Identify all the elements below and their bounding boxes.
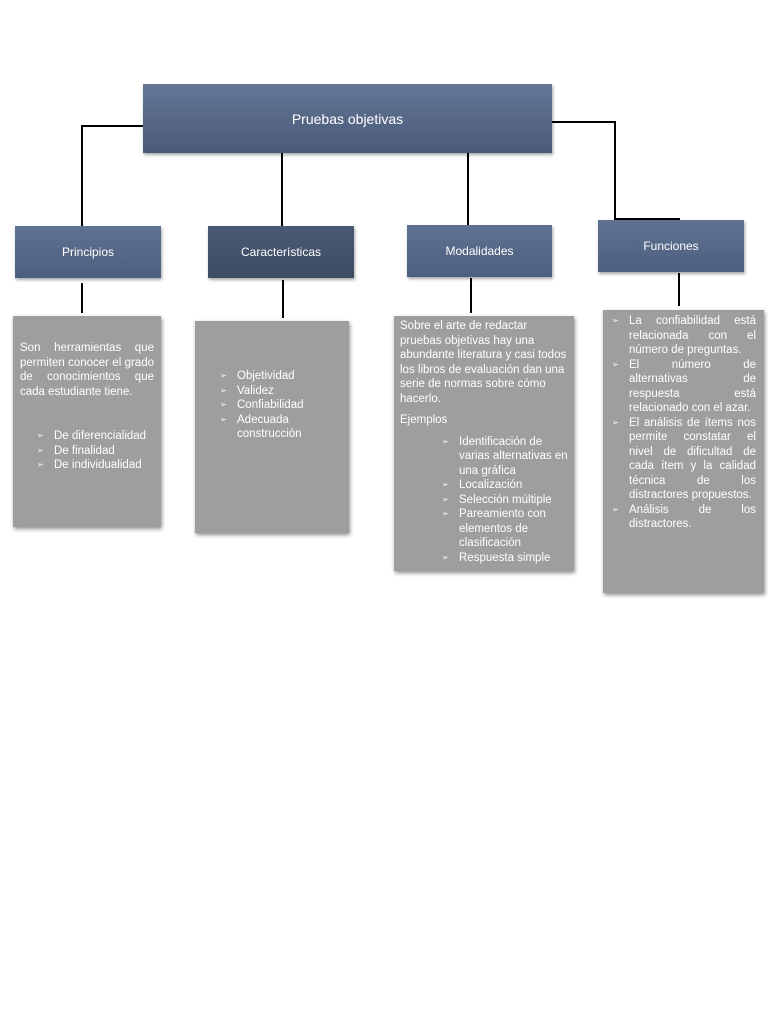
panel-funciones: ➢La confiabilidad está relacionada con e… xyxy=(603,310,764,593)
list-item: ➢De diferencialidad xyxy=(37,430,147,442)
list-item: ➢El análisis de ítems nos permite consta… xyxy=(612,416,756,502)
principios-list: ➢De diferencialidad ➢De finalidad ➢De in… xyxy=(20,429,154,473)
node-funciones-label: Funciones xyxy=(643,239,699,253)
arrow-bullet-icon: ➢ xyxy=(442,494,449,504)
arrow-bullet-icon: ➢ xyxy=(442,509,449,518)
arrow-bullet-icon: ➢ xyxy=(612,417,619,427)
arrow-bullet-icon: ➢ xyxy=(612,359,619,369)
funciones-list: ➢La confiabilidad está relacionada con e… xyxy=(612,314,756,532)
list-item: ➢De individualidad xyxy=(37,459,142,471)
panel-principios: Son herramientas que permiten conocer el… xyxy=(13,316,161,527)
arrow-bullet-icon: ➢ xyxy=(442,552,449,562)
node-principios: Principios xyxy=(15,226,161,278)
arrow-bullet-icon: ➢ xyxy=(220,414,227,424)
list-item: ➢Localización xyxy=(442,479,523,491)
arrow-bullet-icon: ➢ xyxy=(442,480,449,489)
caracteristicas-list: ➢Objetividad ➢Validez ➢Confiabilidad ➢Ad… xyxy=(220,369,339,442)
arrow-bullet-icon: ➢ xyxy=(220,385,227,395)
list-item: ➢La confiabilidad está relacionada con e… xyxy=(612,315,756,356)
arrow-bullet-icon: ➢ xyxy=(220,371,227,380)
principios-description: Son herramientas que permiten conocer el… xyxy=(20,342,154,398)
connector-root-principios xyxy=(20,125,143,228)
list-item: ➢Validez xyxy=(220,384,274,397)
list-item: ➢Identificación de varias alternativas e… xyxy=(442,435,568,477)
node-caracteristicas: Características xyxy=(208,226,354,278)
modalidades-description: Sobre el arte de redactar pruebas objeti… xyxy=(400,320,567,405)
node-modalidades-label: Modalidades xyxy=(445,244,514,258)
list-item: ➢El número de alternativas de respuesta … xyxy=(612,358,756,415)
list-item: ➢Pareamiento con elementos de clasificac… xyxy=(442,508,546,549)
panel-modalidades: Sobre el arte de redactar pruebas objeti… xyxy=(394,316,574,571)
list-item: ➢Respuesta simple xyxy=(442,551,551,564)
node-principios-label: Principios xyxy=(61,245,115,259)
arrow-bullet-icon: ➢ xyxy=(612,504,619,514)
arrow-bullet-icon: ➢ xyxy=(442,436,449,446)
connector-root-funciones xyxy=(552,121,680,220)
arrow-bullet-icon: ➢ xyxy=(37,445,44,455)
panel-funciones-frame: ➢La confiabilidad está relacionada con e… xyxy=(603,310,764,593)
node-modalidades: Modalidades xyxy=(407,225,552,277)
list-item: ➢Objetividad xyxy=(220,370,295,382)
list-item: ➢Selección múltiple xyxy=(442,493,552,506)
arrow-bullet-icon: ➢ xyxy=(612,316,619,325)
list-item: ➢Confiabilidad xyxy=(220,399,304,411)
list-item: ➢Análisis de los distractores. xyxy=(612,503,756,531)
root-label: Pruebas objetivas xyxy=(291,110,404,127)
modalidades-list: ➢Identificación de varias alternativas e… xyxy=(400,435,568,566)
list-item: ➢De finalidad xyxy=(37,444,115,457)
modalidades-examples-label: Ejemplos xyxy=(400,414,448,426)
panel-caracteristicas: ➢Objetividad ➢Validez ➢Confiabilidad ➢Ad… xyxy=(195,321,349,533)
node-caracteristicas-label: Características xyxy=(240,245,322,259)
arrow-bullet-icon: ➢ xyxy=(37,460,44,469)
root-node: Pruebas objetivas xyxy=(143,84,552,153)
node-funciones: Funciones xyxy=(598,220,744,272)
arrow-bullet-icon: ➢ xyxy=(220,400,227,409)
arrow-bullet-icon: ➢ xyxy=(37,431,44,440)
list-item: ➢Adecuada construcción xyxy=(220,413,302,441)
